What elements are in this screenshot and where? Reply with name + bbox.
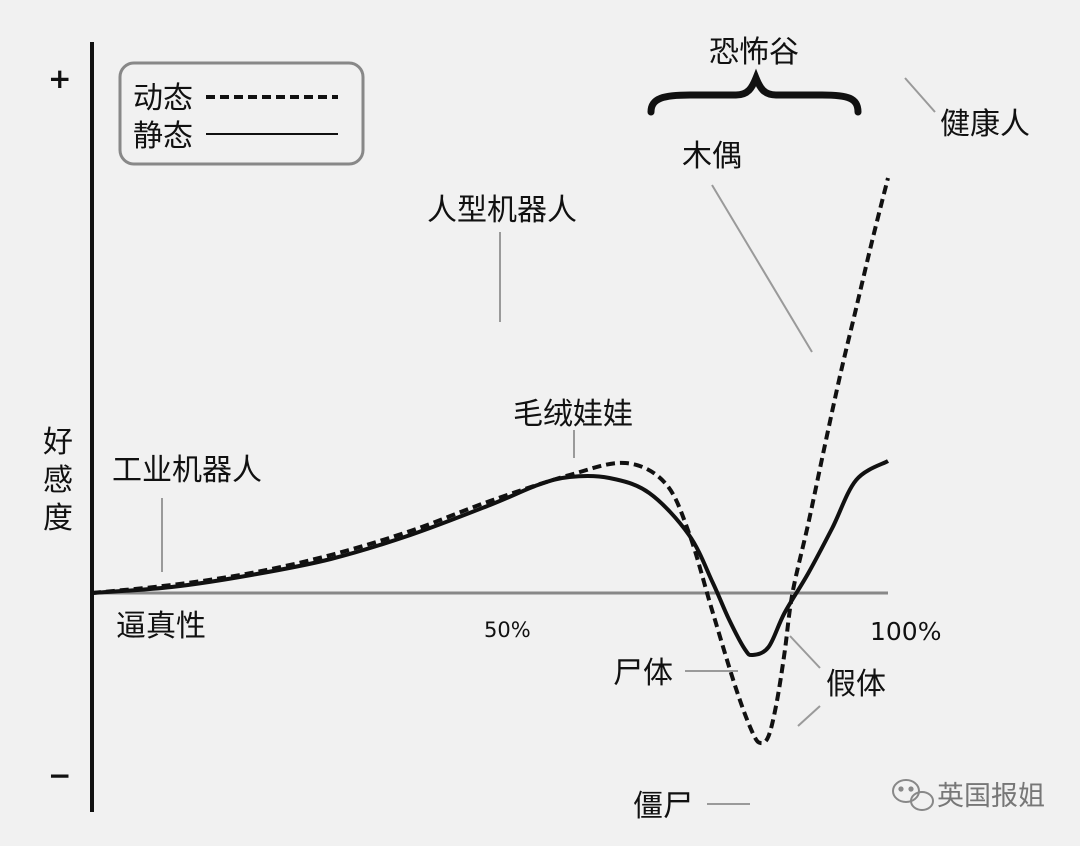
x-axis-label: 逼真性 bbox=[116, 609, 206, 644]
uncanny-valley-label: 恐怖谷 bbox=[709, 35, 799, 70]
legend-label-static: 静态 bbox=[133, 119, 193, 154]
annotation-humanoid-robot: 人型机器人 bbox=[427, 193, 577, 228]
x-tick-50: 50% bbox=[484, 618, 531, 642]
y-tick-plus: + bbox=[48, 62, 71, 95]
annotation-healthy-person: 健康人 bbox=[940, 107, 1030, 142]
x-tick-100: 100% bbox=[870, 617, 941, 646]
annotation-leaders bbox=[161, 77, 936, 805]
annotation-prosthetic: 假体 bbox=[826, 667, 886, 702]
leader-puppet bbox=[711, 184, 813, 353]
svg-text:好: 好 bbox=[43, 425, 73, 460]
annotation-corpse: 尸体 bbox=[613, 656, 673, 691]
series-dynamic-line bbox=[91, 177, 890, 746]
wechat-icon bbox=[892, 779, 934, 811]
annotation-industrial-robot: 工业机器人 bbox=[112, 453, 262, 488]
legend-box bbox=[118, 61, 365, 166]
leader-healthy-person bbox=[904, 77, 936, 113]
watermark: 英国报姐 bbox=[892, 779, 1045, 812]
annotation-plush-doll: 毛绒娃娃 bbox=[513, 397, 633, 432]
leader-prosthetic-2 bbox=[797, 705, 821, 727]
annotation-zombie: 僵尸 bbox=[633, 789, 693, 824]
uncanny-valley-brace bbox=[647, 68, 862, 116]
leader-prosthetic bbox=[789, 635, 821, 669]
watermark-text: 英国报姐 bbox=[937, 781, 1045, 812]
y-axis-label: 好 感 度 bbox=[43, 425, 73, 536]
annotation-puppet: 木偶 bbox=[682, 139, 742, 174]
legend-label-dynamic: 动态 bbox=[133, 81, 193, 116]
svg-text:度: 度 bbox=[43, 501, 73, 536]
series-static-line bbox=[91, 459, 890, 658]
y-tick-minus: − bbox=[48, 759, 71, 792]
legend: 动态 静态 bbox=[118, 61, 365, 166]
svg-text:感: 感 bbox=[43, 463, 73, 498]
